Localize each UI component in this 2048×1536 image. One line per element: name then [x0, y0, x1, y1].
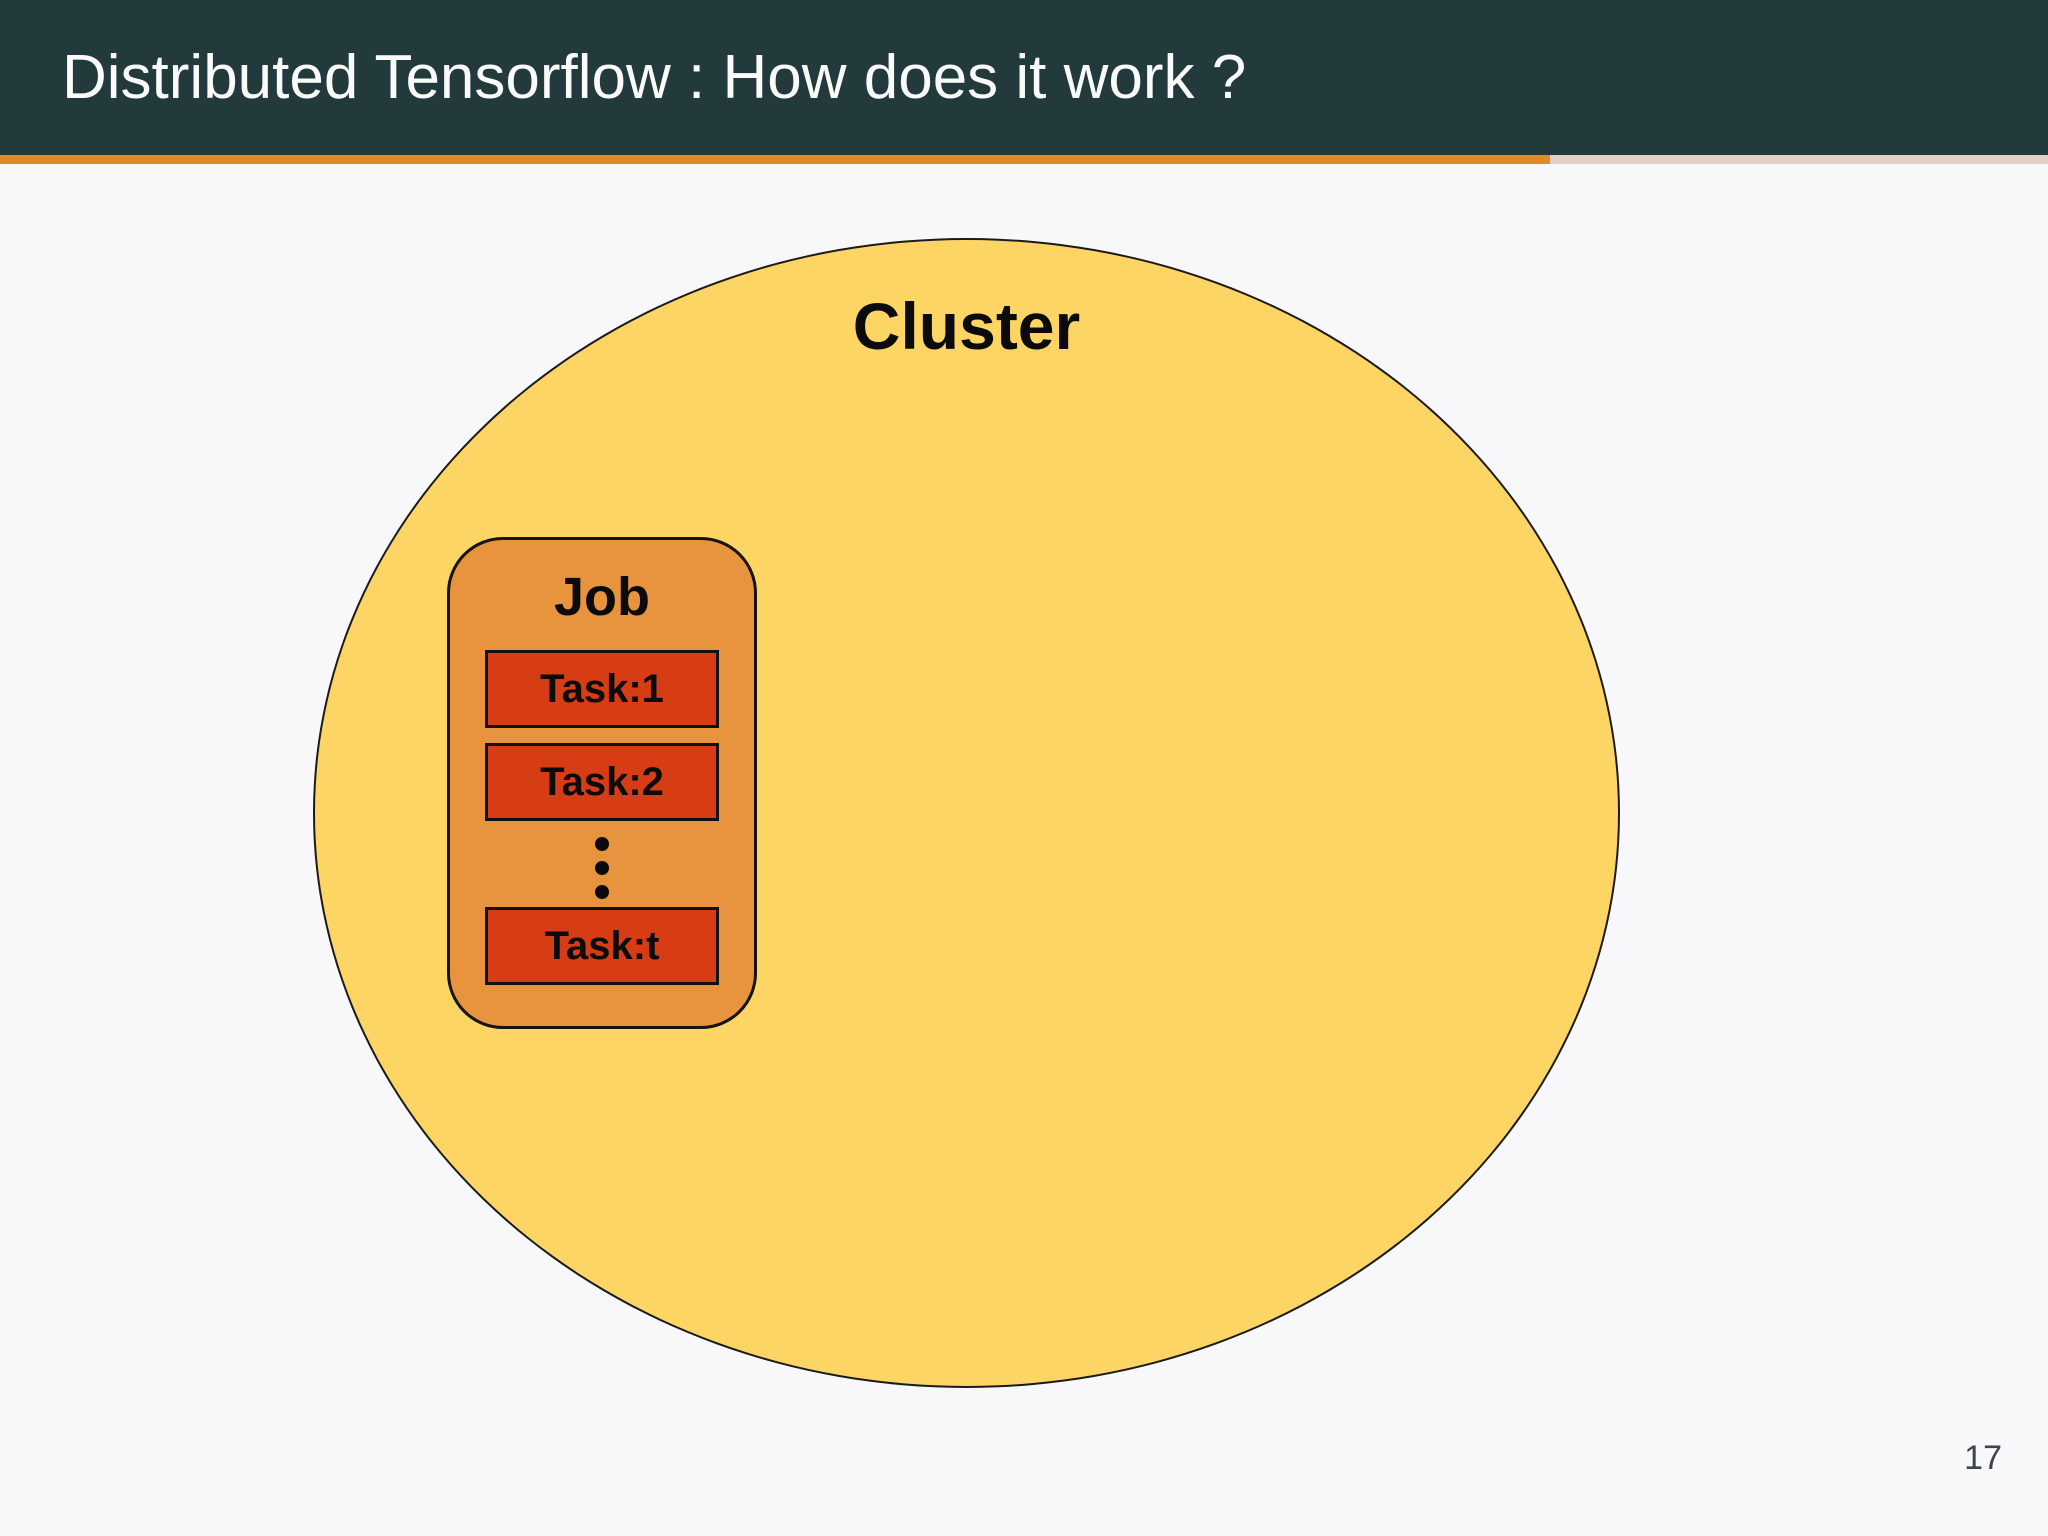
page-number: 17	[1964, 1439, 2002, 1477]
ellipsis-dot	[595, 837, 609, 851]
task-box-2: Task:2	[485, 743, 719, 821]
slide-title: Distributed Tensorflow : How does it wor…	[62, 43, 1247, 112]
task-box-t: Task:t	[485, 907, 719, 985]
slide-header: Distributed Tensorflow : How does it wor…	[0, 0, 2048, 155]
ellipsis-dot	[595, 885, 609, 899]
ellipsis-dot	[595, 861, 609, 875]
job-label: Job	[553, 567, 650, 627]
header-accent-line-orange	[0, 155, 1550, 164]
task-box-1: Task:1	[485, 650, 719, 728]
cluster-label: Cluster	[852, 289, 1081, 363]
header-accent-line-pale	[1550, 155, 2048, 164]
vertical-ellipsis	[450, 837, 754, 899]
job-box: Job Task:1 Task:2 Task:t	[447, 537, 757, 1029]
